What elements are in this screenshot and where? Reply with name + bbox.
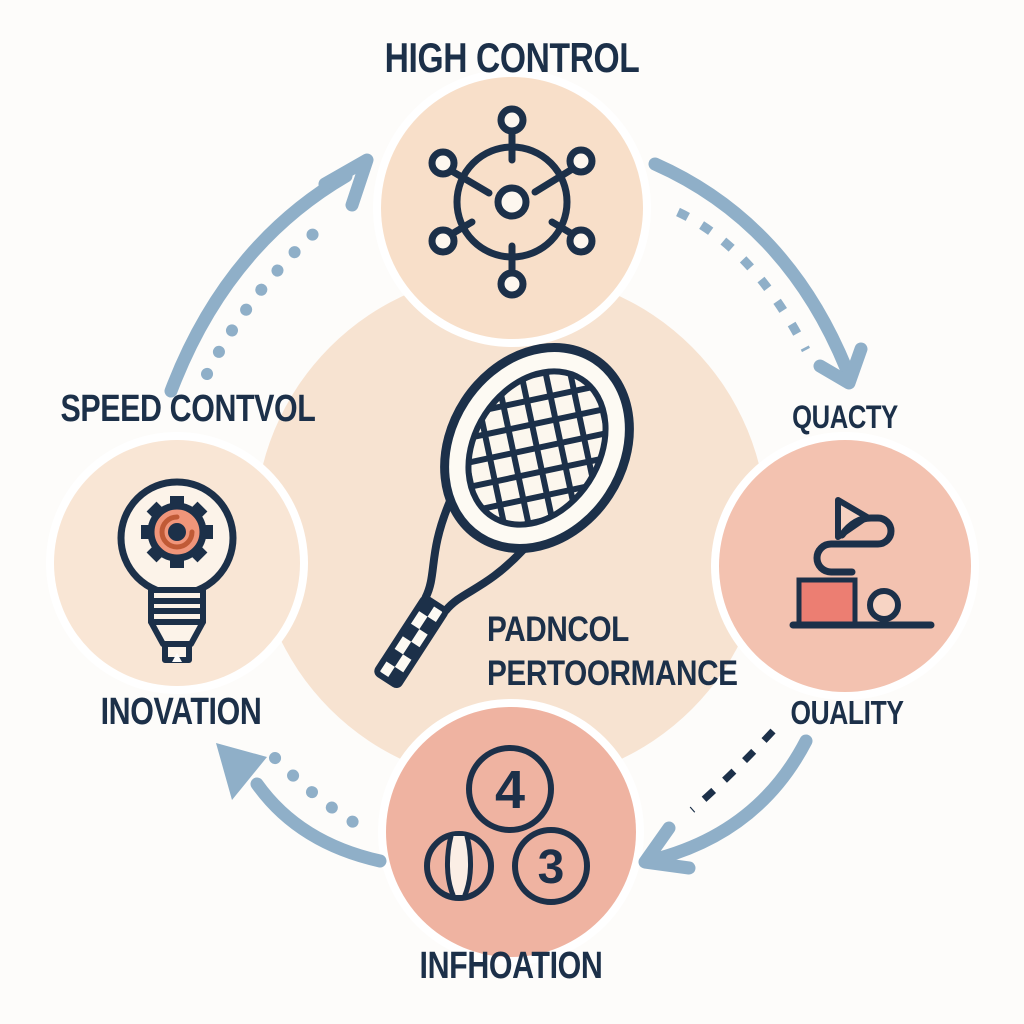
- cycle-arrow-bottom-right: [638, 728, 813, 875]
- label-quacty: QUACTY: [792, 399, 898, 435]
- numbered-steps-icon: 4 3: [424, 745, 590, 905]
- gear-icon: [141, 496, 213, 568]
- right-node-circle: [719, 440, 971, 692]
- racket-grip: [374, 595, 449, 689]
- dotted-arc-top-left: [201, 220, 328, 380]
- lightbulb-gear-icon: [117, 478, 237, 663]
- cycle-arrow-bottom-left: [216, 743, 387, 868]
- badge-circle-4: [466, 745, 554, 833]
- center-caption-line1: PADNCOL: [487, 610, 629, 649]
- label-inovation: INOVATION: [100, 691, 262, 733]
- badge-circle-3: [512, 827, 590, 905]
- label-high-control: HIGH CONTROL: [384, 34, 640, 81]
- label-ouality: OUALITY: [790, 694, 904, 731]
- network-hub-icon: [428, 105, 596, 299]
- tennis-racket-icon: [374, 343, 634, 689]
- label-infhoation: INFHOATION: [419, 945, 603, 987]
- dashed-arc-top-right: [676, 207, 811, 353]
- cycle-arrow-top-right: [648, 157, 868, 390]
- label-speed-contvol: SPEED CONTVOL: [60, 388, 316, 430]
- badge-number-4: 4: [495, 760, 525, 820]
- ball-icon: [424, 831, 494, 901]
- bulb-base-notch: [172, 653, 182, 662]
- gear-swirl: [159, 514, 195, 550]
- flag-milestone-icon: [789, 497, 935, 629]
- dashed-arc-bottom-right: [689, 728, 776, 813]
- center-caption-line2: PERTOORMANCE: [487, 654, 738, 694]
- center-caption: PADNCOL PERTOORMANCE: [487, 608, 738, 696]
- cycle-arrow-top-left: [164, 153, 374, 398]
- milestone-square: [796, 577, 858, 628]
- badge-number-3: 3: [538, 841, 565, 894]
- dotted-arc-bottom-left: [269, 752, 369, 834]
- racket-strings: [440, 345, 634, 551]
